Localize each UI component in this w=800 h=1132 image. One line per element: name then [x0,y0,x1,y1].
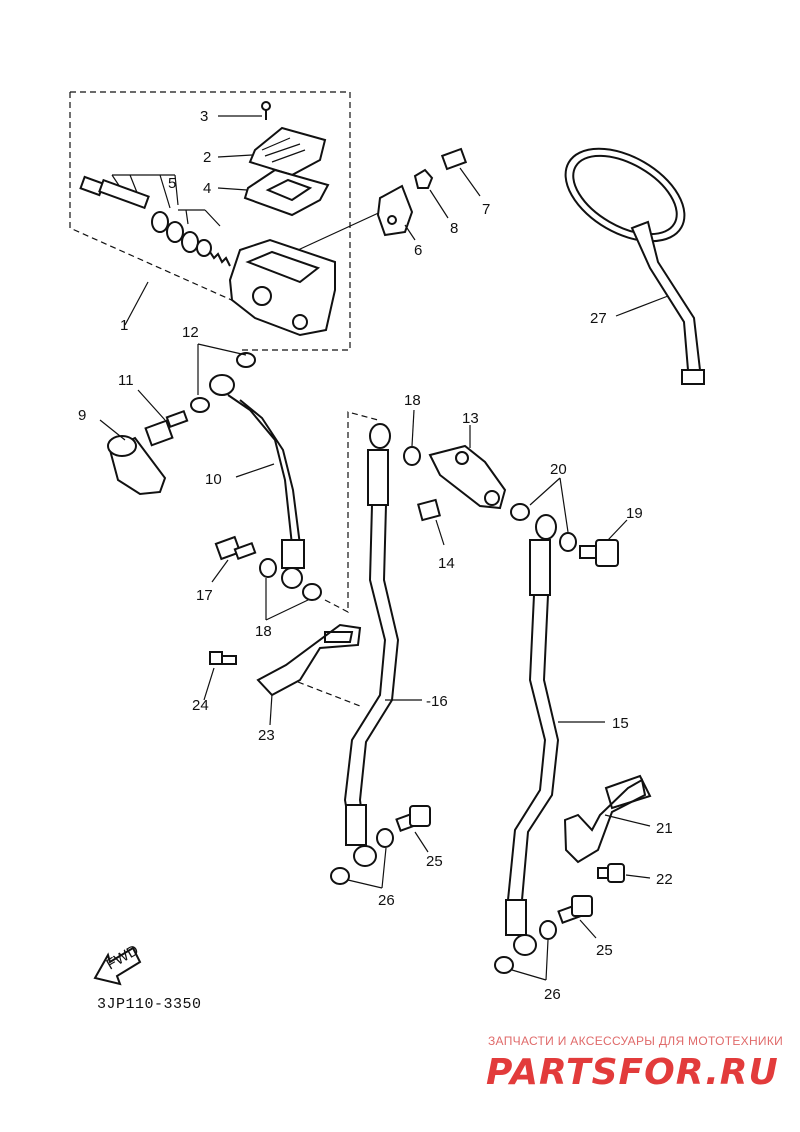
part-26-washers-right [494,920,557,981]
part-2-reservoir-cap [217,126,327,177]
callout-21: 21 [656,820,673,837]
part-12-washer [197,343,256,395]
part-24-bolt [203,651,237,701]
callout-10: 10 [205,471,222,488]
callout-3: 3 [200,108,208,125]
part-23-hose-clamp [256,623,362,726]
part-3-screw [218,101,271,120]
part-9-cover [99,419,167,496]
part-26-washers-left [330,828,394,889]
diagram-code: 3JP110-3350 [97,996,202,1013]
callout-24: 24 [192,697,209,714]
part-5-piston-kit [79,174,231,267]
part-25-bolt-right [557,895,597,939]
callout-8: 8 [450,220,458,237]
callout-27: 27 [590,310,607,327]
part-15-brake-hose [505,514,605,956]
part-22-bolt [597,863,651,883]
part-18-washers-lower [259,411,379,621]
part-6-holder [376,184,416,241]
callout-18-lower: 18 [255,623,272,640]
part-14-bolt [417,498,445,546]
part-18-washer-upper [403,409,421,466]
part-4-diaphragm [217,168,330,217]
assembly-outline [69,91,351,351]
callout-14: 14 [438,555,455,572]
watermark-tagline: ЗАПЧАСТИ И АКСЕССУАРЫ ДЛЯ МОТОТЕХНИКИ [488,1034,784,1048]
callout-4: 4 [203,180,211,197]
callout-23: 23 [258,727,275,744]
callout-26-right: 26 [544,986,561,1003]
part-10-brake-hose [190,374,305,589]
callout-22: 22 [656,871,673,888]
part-1-master-cylinder [124,209,386,337]
callout-11: 11 [118,372,134,389]
callout-18-upper: 18 [404,392,421,409]
part-13-joint [428,425,507,510]
part-16-brake-hose [343,423,422,867]
part-20-washers [510,477,577,552]
part-11-bolt [137,389,189,447]
forward-arrow-icon: FWD [93,942,142,986]
callout-9: 9 [78,407,86,424]
callout-5: 5 [168,175,176,192]
callout-26-left: 26 [378,892,395,909]
part-17-union-bolt [211,535,257,583]
part-25-bolt-left [395,805,431,853]
callout-1: 1 [120,317,128,334]
part-7-bolt [440,147,481,197]
callout-13: 13 [462,410,479,427]
callout-25-right: 25 [596,942,613,959]
part-27-mirror [564,147,705,385]
callout-25-left: 25 [426,853,443,870]
part-19-union-bolt [579,519,628,567]
callout-6: 6 [414,242,422,259]
callout-19: 19 [626,505,643,522]
callout-17: 17 [196,587,213,604]
callout-20: 20 [550,461,567,478]
callout-15: 15 [612,715,629,732]
watermark-logo: PARTSFOR.RU [486,1052,779,1093]
callout-12: 12 [182,324,199,341]
callout-16: -16 [426,693,448,710]
callout-7: 7 [482,201,490,218]
part-21-hose-clamp [563,774,652,864]
callout-2: 2 [203,149,211,166]
part-8-nut [413,168,449,219]
